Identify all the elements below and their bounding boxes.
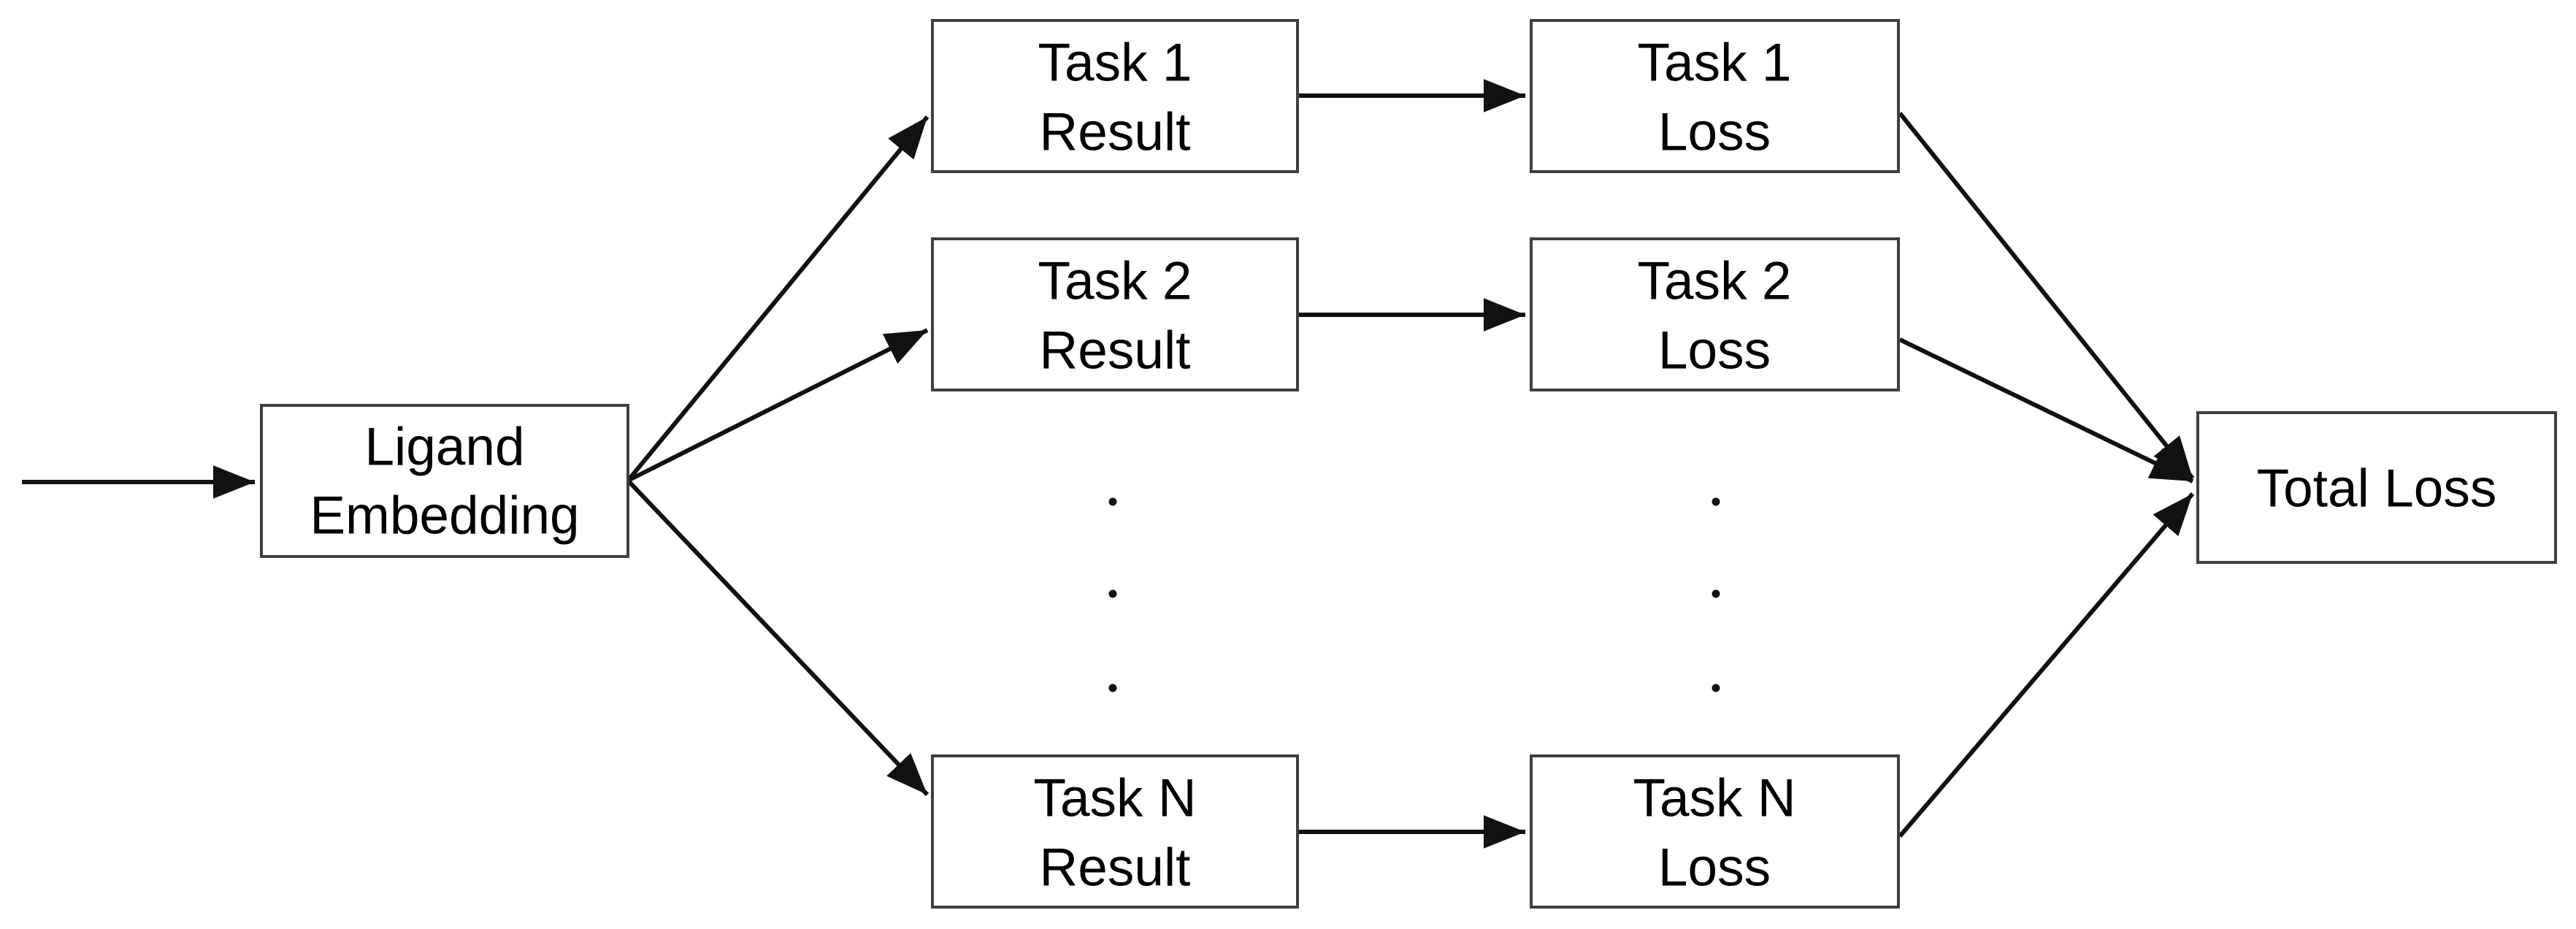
node-task2-result: Task 2 Result [931, 237, 1299, 391]
vertical-ellipsis-dot [1711, 684, 1720, 692]
node-taskN-result: Task N Result [931, 754, 1299, 909]
vertical-ellipsis-result-column [1108, 497, 1117, 692]
taskN-loss-box [1530, 754, 1900, 909]
task2-result-label-line1: Task 2 [1038, 252, 1192, 311]
task2-result-box [931, 237, 1299, 391]
node-taskN-loss: Task N Loss [1530, 754, 1900, 909]
taskN-result-label-line1: Task N [1033, 769, 1196, 828]
node-task2-loss: Task 2 Loss [1530, 237, 1900, 391]
vertical-ellipsis-dot [1108, 684, 1117, 692]
vertical-ellipsis-loss-column [1711, 497, 1720, 692]
task1-result-label-line2: Result [1040, 103, 1191, 162]
vertical-ellipsis-dot [1108, 589, 1117, 598]
task1-result-label-line1: Task 1 [1038, 34, 1192, 93]
taskN-result-label-line2: Result [1040, 838, 1191, 898]
task1-loss-box [1530, 19, 1900, 173]
task2-loss-label-line1: Task 2 [1638, 252, 1792, 311]
edge-ligand-embedding-to-task2-result [626, 328, 929, 483]
edge-ligand-embedding-to-taskN-result [626, 478, 929, 797]
edge-task1-loss-to-total-loss [1898, 112, 2195, 480]
task2-result-label-line2: Result [1040, 321, 1191, 381]
node-total-loss: Total Loss [2196, 411, 2557, 564]
ligand-embedding-box [260, 404, 629, 558]
ligand-embedding-label-line2: Embedding [310, 486, 579, 546]
task2-loss-label-line2: Loss [1658, 321, 1771, 381]
edge-ligand-embedding-to-task1-result [626, 115, 929, 482]
vertical-ellipsis-dot [1711, 589, 1720, 598]
total-loss-box [2196, 411, 2557, 564]
task1-result-box [931, 19, 1299, 173]
taskN-result-box [931, 754, 1299, 909]
task1-loss-label-line2: Loss [1658, 103, 1771, 162]
taskN-loss-label-line1: Task N [1633, 769, 1795, 828]
vertical-ellipsis-dot [1711, 497, 1720, 506]
task2-loss-box [1530, 237, 1900, 391]
node-ligand-embedding: Ligand Embedding [260, 404, 629, 558]
taskN-loss-label-line2: Loss [1658, 838, 1771, 898]
total-loss-label: Total Loss [2257, 459, 2497, 519]
vertical-ellipsis-dot [1108, 497, 1117, 506]
edge-task2-loss-to-total-loss [1898, 337, 2194, 483]
node-task1-result: Task 1 Result [931, 19, 1299, 173]
edge-taskN-loss-to-total-loss [1898, 492, 2195, 838]
ligand-embedding-label-line1: Ligand [364, 418, 524, 477]
task1-loss-label-line1: Task 1 [1638, 34, 1792, 93]
node-task1-loss: Task 1 Loss [1530, 19, 1900, 173]
